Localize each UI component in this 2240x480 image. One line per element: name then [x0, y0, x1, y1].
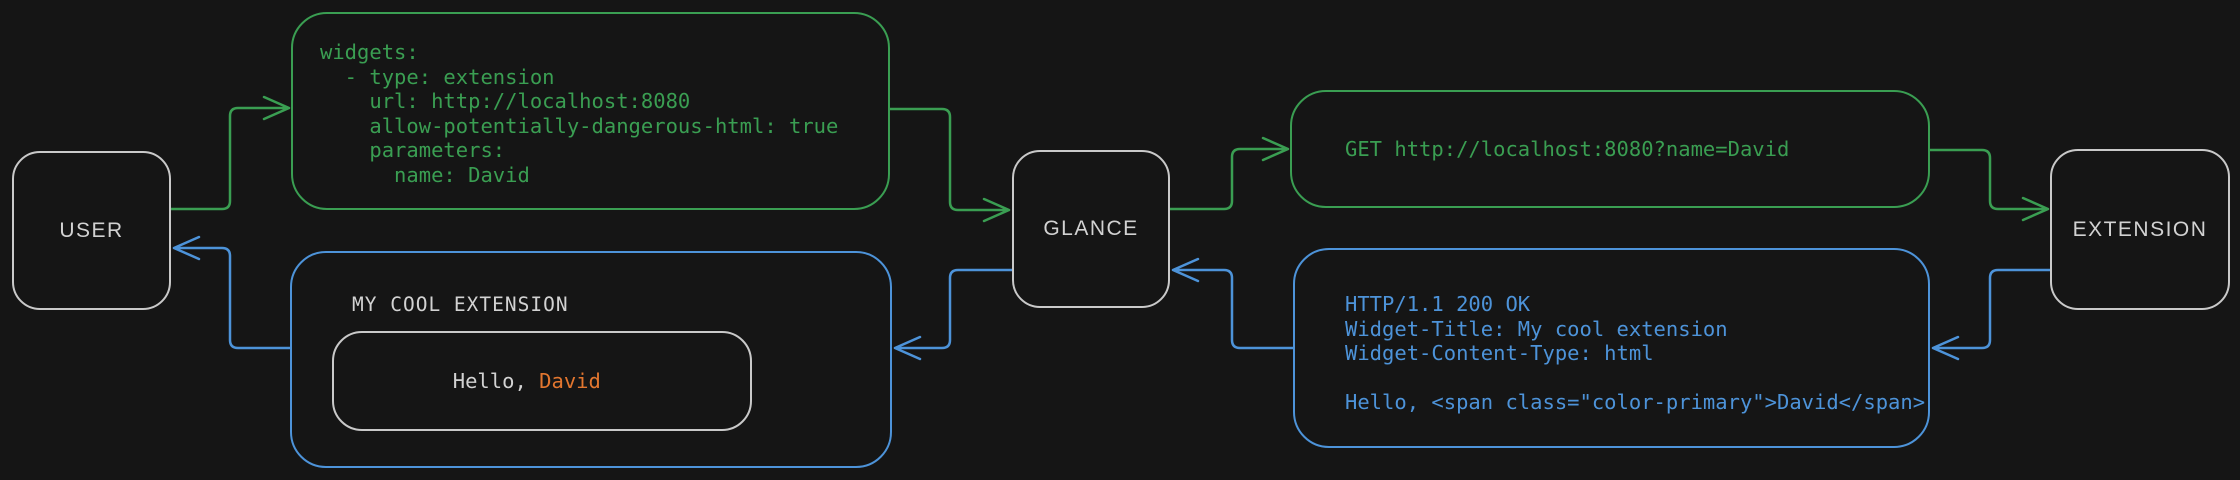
arrow-extension-to-response: [1931, 268, 2052, 361]
widget-greeting-text: Hello, David: [354, 345, 601, 417]
http-request-box: GET http://localhost:8080?name=David: [1290, 90, 1930, 208]
extension-node: EXTENSION: [2050, 149, 2230, 310]
greeting-prefix: Hello,: [452, 369, 540, 393]
widget-greeting-box: Hello, David: [332, 331, 752, 431]
http-response-box: HTTP/1.1 200 OK Widget-Title: My cool ex…: [1293, 248, 1930, 448]
widget-preview-box: MY COOL EXTENSION Hello, David: [290, 251, 892, 468]
glance-node: GLANCE: [1012, 150, 1170, 308]
user-node-label: USER: [59, 218, 124, 242]
greeting-name: David: [539, 369, 601, 393]
http-response-code: HTTP/1.1 200 OK Widget-Title: My cool ex…: [1345, 292, 1926, 414]
config-yaml-box: widgets: - type: extension url: http://l…: [291, 12, 890, 210]
config-yaml-code: widgets: - type: extension url: http://l…: [320, 40, 839, 187]
user-node: USER: [12, 151, 171, 310]
widget-preview-title: MY COOL EXTENSION: [352, 293, 569, 316]
extension-node-label: EXTENSION: [2072, 217, 2208, 241]
arrow-config-to-glance: [888, 107, 1011, 223]
arrow-glance-to-request: [1168, 136, 1290, 211]
arrow-glance-to-widget: [893, 268, 1014, 361]
arrow-response-to-glance: [1171, 257, 1295, 350]
arrow-request-to-extension: [1928, 148, 2050, 222]
arrow-widget-to-user: [172, 235, 292, 350]
http-request-text: GET http://localhost:8080?name=David: [1345, 136, 1790, 161]
glance-node-label: GLANCE: [1043, 217, 1139, 240]
arrow-user-to-config: [169, 95, 291, 211]
